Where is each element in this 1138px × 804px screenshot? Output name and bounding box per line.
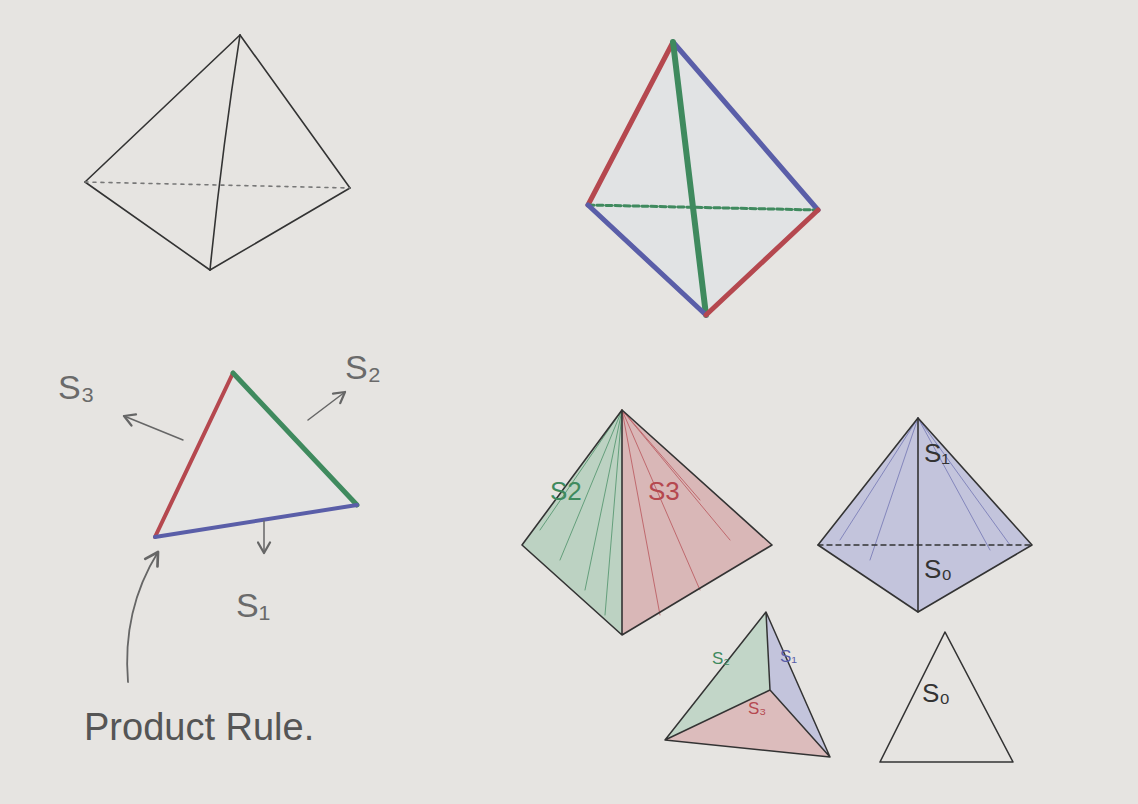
base-triangle xyxy=(880,632,1013,762)
coloured-tetrahedron xyxy=(588,42,818,315)
note-text: Product Rule. xyxy=(84,708,314,746)
pyramid-s1-s0 xyxy=(818,418,1032,612)
surface-label: S3 xyxy=(648,478,680,504)
surface-label: S₁ xyxy=(924,440,950,466)
surface-label: S₀ xyxy=(922,680,950,706)
surface-label: S₁ xyxy=(780,648,797,665)
surface-label: S₀ xyxy=(924,556,952,582)
surface-label: S2 xyxy=(550,478,582,504)
surface-label: S₁ xyxy=(236,588,270,622)
tetrahedron-outline xyxy=(85,35,350,270)
surface-label: S₂ xyxy=(345,350,381,384)
surface-label: S₂ xyxy=(712,650,730,667)
product-rule-triangle xyxy=(124,373,357,682)
surface-label: S₃ xyxy=(58,370,95,404)
surface-label: S₃ xyxy=(748,700,766,717)
split-triangle xyxy=(665,612,830,757)
pyramid-s2-s3 xyxy=(522,410,772,635)
